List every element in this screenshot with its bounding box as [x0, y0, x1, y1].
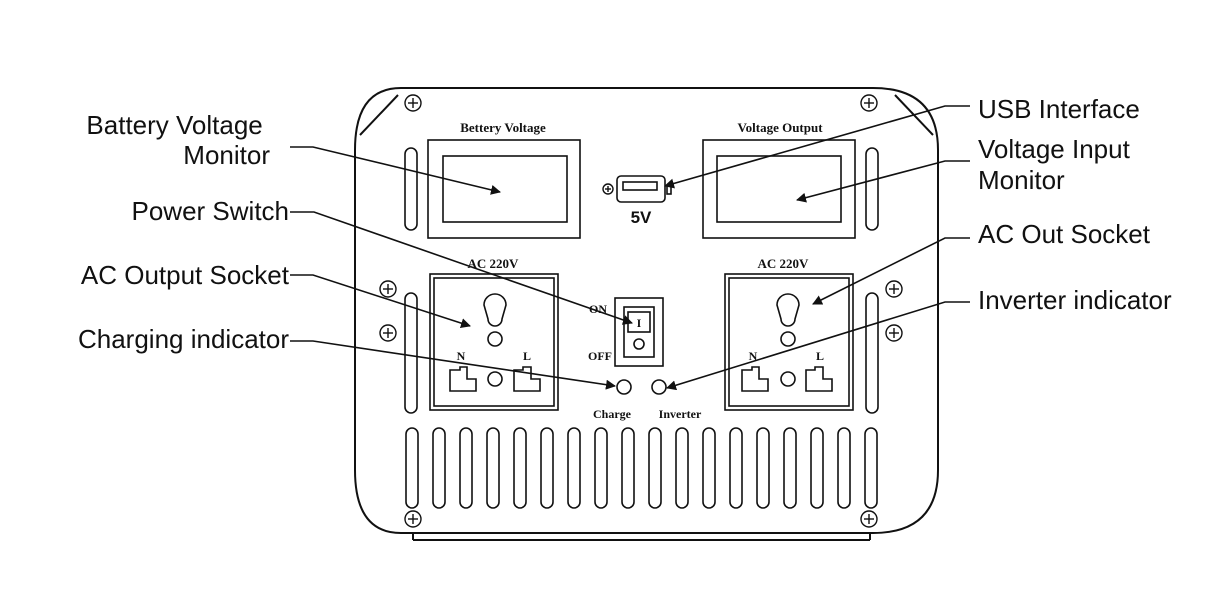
inverter-label: Inverter [659, 407, 702, 421]
screw-icon [379, 280, 397, 298]
callout-usb-interface: USB Interface [978, 94, 1140, 124]
screw-icons [379, 94, 903, 528]
screw-icon [379, 324, 397, 342]
switch-off-label: OFF [588, 349, 612, 363]
callout-voltage-input-monitor: Voltage Input Monitor [978, 134, 1137, 195]
vent-slot [675, 427, 689, 509]
leader-inverter-indicator [666, 301, 970, 391]
leader-ac-output-socket [290, 274, 471, 328]
callout-battery-voltage-line1: Battery Voltage [86, 110, 262, 140]
callout-ac-out-socket: AC Out Socket [978, 219, 1151, 249]
vent-slot [486, 427, 500, 509]
leader-usb-interface [664, 105, 970, 189]
callout-ac-output-socket: AC Output Socket [81, 260, 290, 290]
screw-icon [602, 183, 614, 195]
voltage-output-display-label: Voltage Output [737, 120, 823, 135]
charge-label: Charge [593, 407, 632, 421]
inverter-led [651, 379, 667, 395]
leader-battery-voltage [290, 146, 501, 195]
right-socket-n: N [749, 349, 758, 363]
power-switch-on-mark: I [637, 316, 642, 330]
screw-icon [885, 280, 903, 298]
callout-battery-voltage-monitor: Battery Voltage Monitor [86, 110, 270, 170]
right-ac-socket [724, 273, 854, 411]
vent-slot [621, 427, 635, 509]
vent-slot [810, 427, 824, 509]
leader-power-switch [290, 211, 633, 325]
screw-icon [860, 510, 878, 528]
leader-ac-out-socket [812, 237, 970, 305]
left-socket-n: N [457, 349, 466, 363]
leader-voltage-input [796, 160, 970, 203]
screw-icon [404, 510, 422, 528]
screw-icon [404, 94, 422, 112]
right-socket-label: AC 220V [758, 256, 810, 271]
vent-slot [864, 427, 878, 509]
vent-slot [729, 427, 743, 509]
vent-slot [513, 427, 527, 509]
vent-slot [432, 427, 446, 509]
callout-charging-indicator: Charging indicator [78, 324, 289, 354]
upper-vent-slots [404, 147, 879, 414]
vent-slot [459, 427, 473, 509]
vent-slot [837, 427, 851, 509]
callout-inverter-indicator: Inverter indicator [978, 285, 1172, 315]
callout-voltage-input-line2: Monitor [978, 165, 1065, 195]
callout-battery-voltage-line2: Monitor [183, 140, 270, 170]
usb-voltage-label: 5V [631, 208, 652, 227]
usb-port [616, 175, 672, 203]
vent-slot [567, 427, 581, 509]
leader-charging-indicator [290, 340, 616, 390]
leader-lines [290, 105, 970, 391]
right-socket-l: L [816, 349, 824, 363]
indicator-leds [616, 379, 667, 395]
vent-slot [702, 427, 716, 509]
left-socket-label: AC 220V [468, 256, 520, 271]
inverter-housing [354, 87, 939, 541]
callout-power-switch: Power Switch [132, 196, 290, 226]
vent-slot [648, 427, 662, 509]
vent-slot [540, 427, 554, 509]
screw-icon [860, 94, 878, 112]
vent-slot [594, 427, 608, 509]
vent-slot [783, 427, 797, 509]
battery-voltage-display-label: Bettery Voltage [460, 120, 546, 135]
bottom-vent-slots [405, 427, 878, 509]
screw-icon [885, 324, 903, 342]
battery-voltage-display [427, 139, 581, 239]
left-socket-l: L [523, 349, 531, 363]
vent-slot [756, 427, 770, 509]
charge-led [616, 379, 632, 395]
callout-voltage-input-line1: Voltage Input [978, 134, 1131, 164]
vent-slot [405, 427, 419, 509]
left-ac-socket [429, 273, 559, 411]
